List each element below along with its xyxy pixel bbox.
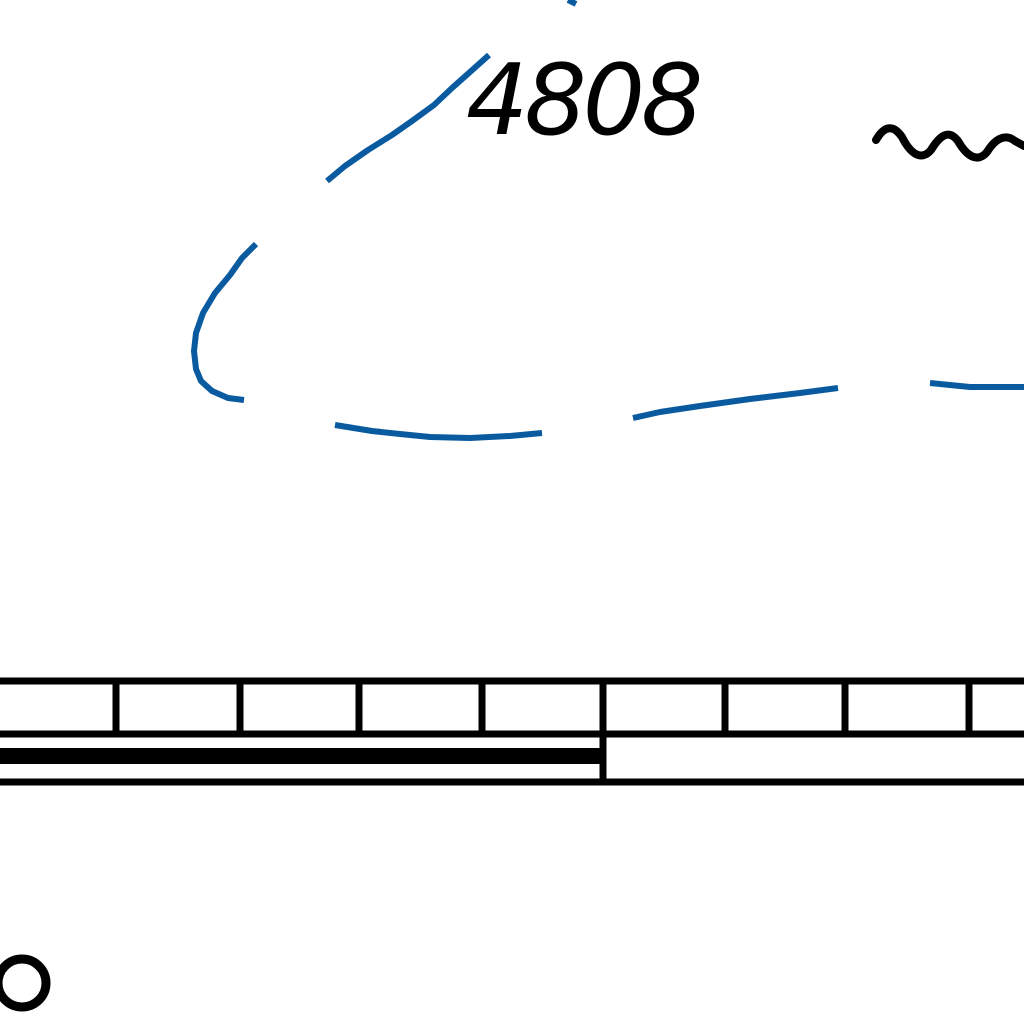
contour-segment-left-curve	[191, 241, 259, 403]
contour-segment-lower-right	[632, 385, 839, 421]
contour-segment-upper-diagonal	[325, 52, 492, 184]
scale-bar-icon	[0, 677, 1024, 786]
contour-segment-right-edge	[929, 380, 1024, 390]
contour-segment-top-edge	[566, 0, 578, 7]
contour-segment-bottom	[334, 422, 543, 441]
water-symbol-icon	[872, 124, 1024, 162]
contour-elevation-label: 4808	[466, 44, 703, 158]
survey-point-circle-icon[interactable]	[0, 954, 51, 1012]
